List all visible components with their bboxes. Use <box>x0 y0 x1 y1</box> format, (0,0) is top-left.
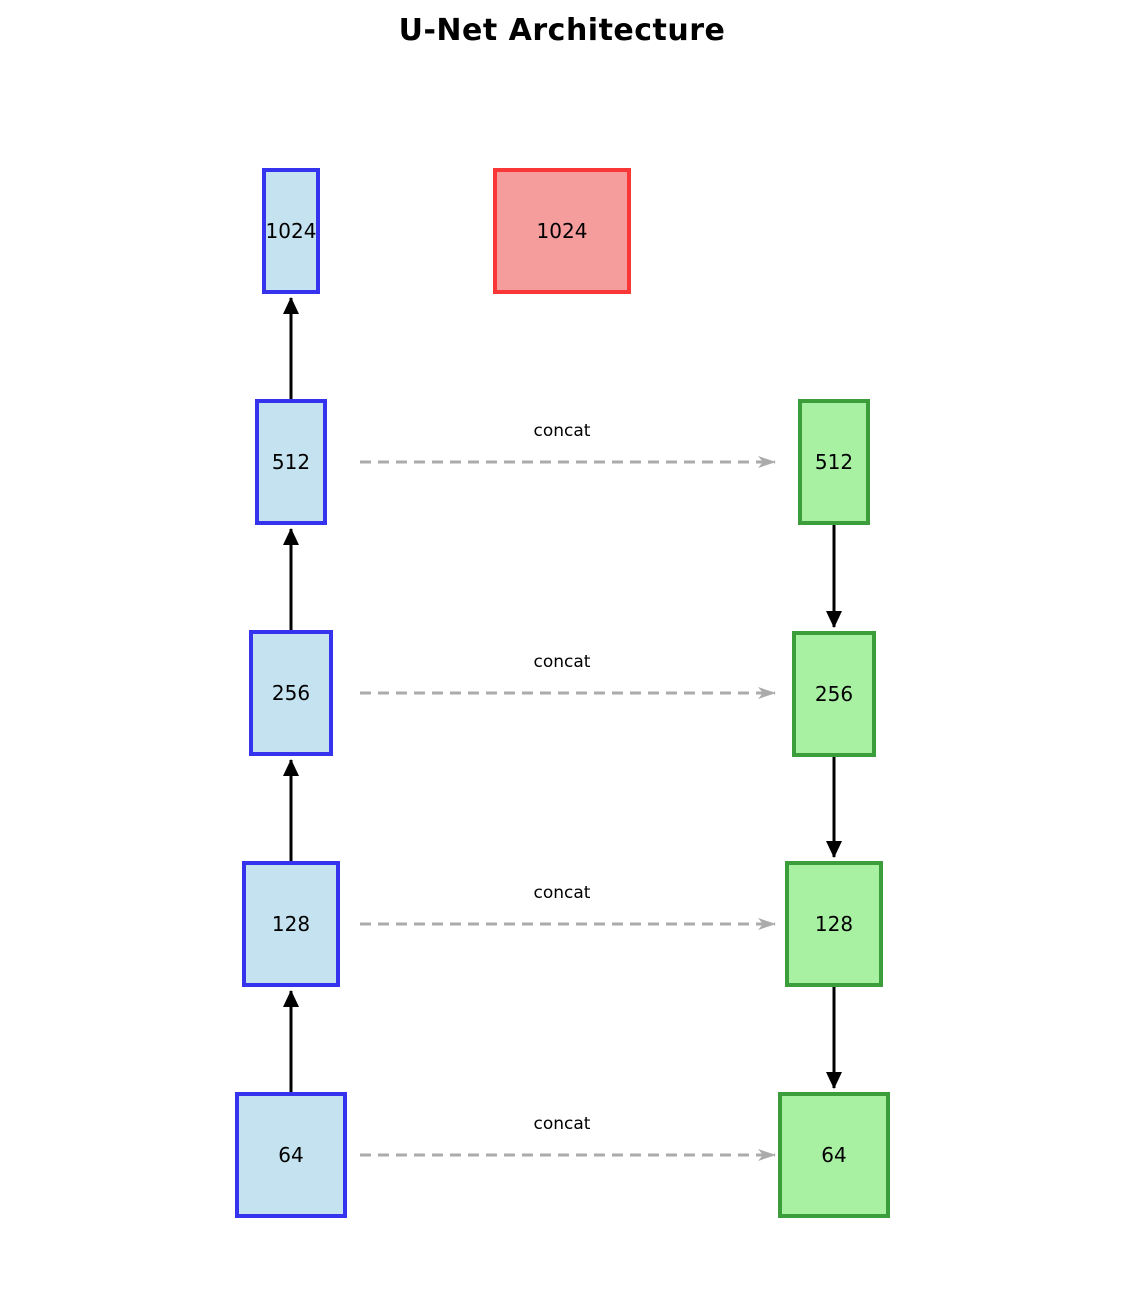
encoder-box-label: 256 <box>271 681 311 705</box>
encoder-box-512: 512 <box>255 399 327 525</box>
concat-label: concat <box>533 652 591 672</box>
encoder-box-128: 128 <box>242 861 340 987</box>
concat-label: concat <box>533 421 591 441</box>
diagram-title: U-Net Architecture <box>398 13 726 48</box>
concat-label: concat <box>533 883 591 903</box>
bottleneck-box-label: 1024 <box>536 219 588 243</box>
decoder-box-256: 256 <box>792 631 876 757</box>
decoder-box-label: 64 <box>821 1143 847 1167</box>
decoder-box-label: 512 <box>814 450 854 474</box>
encoder-box-64: 64 <box>235 1092 347 1218</box>
encoder-box-256: 256 <box>249 630 333 756</box>
encoder-box-label: 64 <box>278 1143 304 1167</box>
decoder-box-64: 64 <box>778 1092 890 1218</box>
decoder-box-512: 512 <box>798 399 870 525</box>
encoder-box-label: 512 <box>271 450 311 474</box>
encoder-box-label: 128 <box>271 912 311 936</box>
encoder-box-1024: 1024 <box>262 168 320 294</box>
bottleneck-box-1024: 1024 <box>493 168 631 294</box>
decoder-box-128: 128 <box>785 861 883 987</box>
concat-label: concat <box>533 1114 591 1134</box>
decoder-box-label: 128 <box>814 912 854 936</box>
decoder-box-label: 256 <box>814 682 854 706</box>
encoder-box-label: 1024 <box>265 219 317 243</box>
